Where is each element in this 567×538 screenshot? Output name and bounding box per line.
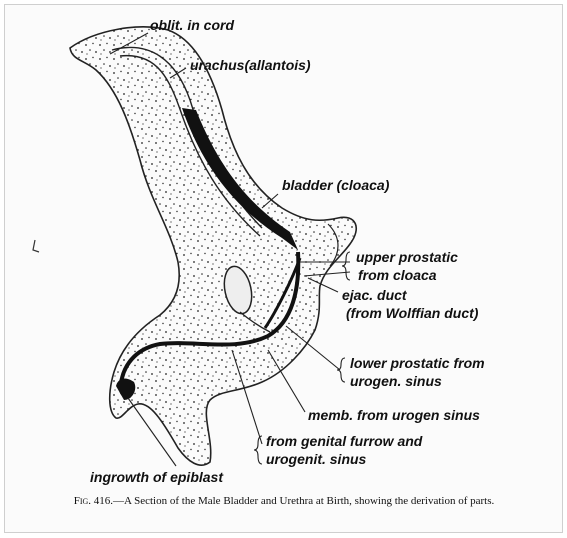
label-genital-1: from genital furrow and <box>266 433 423 449</box>
stray-mark <box>33 240 39 252</box>
label-urachus: urachus(allantois) <box>190 57 311 73</box>
label-lower-prostatic-2: urogen. sinus <box>350 373 442 389</box>
label-ejac-2: (from Wolffian duct) <box>346 305 479 321</box>
label-bladder: bladder (cloaca) <box>282 177 390 193</box>
label-upper-prostatic-2: from cloaca <box>358 267 437 283</box>
figure-number: Fig. 416. <box>74 495 113 507</box>
label-upper-prostatic-1: upper prostatic <box>356 249 458 265</box>
bracket-lower-prostatic <box>337 358 345 382</box>
caption-text: —A Section of the Male Bladder and Ureth… <box>113 495 494 507</box>
label-lower-prostatic-1: lower prostatic from <box>350 355 485 371</box>
label-ejac-1: ejac. duct <box>342 287 408 303</box>
tissue-body <box>70 27 356 465</box>
label-ingrowth: ingrowth of epiblast <box>90 469 224 485</box>
figure-caption: Fig. 416.—A Section of the Male Bladder … <box>14 495 554 507</box>
label-genital-2: urogenit. sinus <box>266 451 367 467</box>
label-oblit: oblit. in cord <box>150 17 234 33</box>
bracket-upper-prostatic <box>342 252 350 280</box>
label-memb: memb. from urogen sinus <box>308 407 480 423</box>
